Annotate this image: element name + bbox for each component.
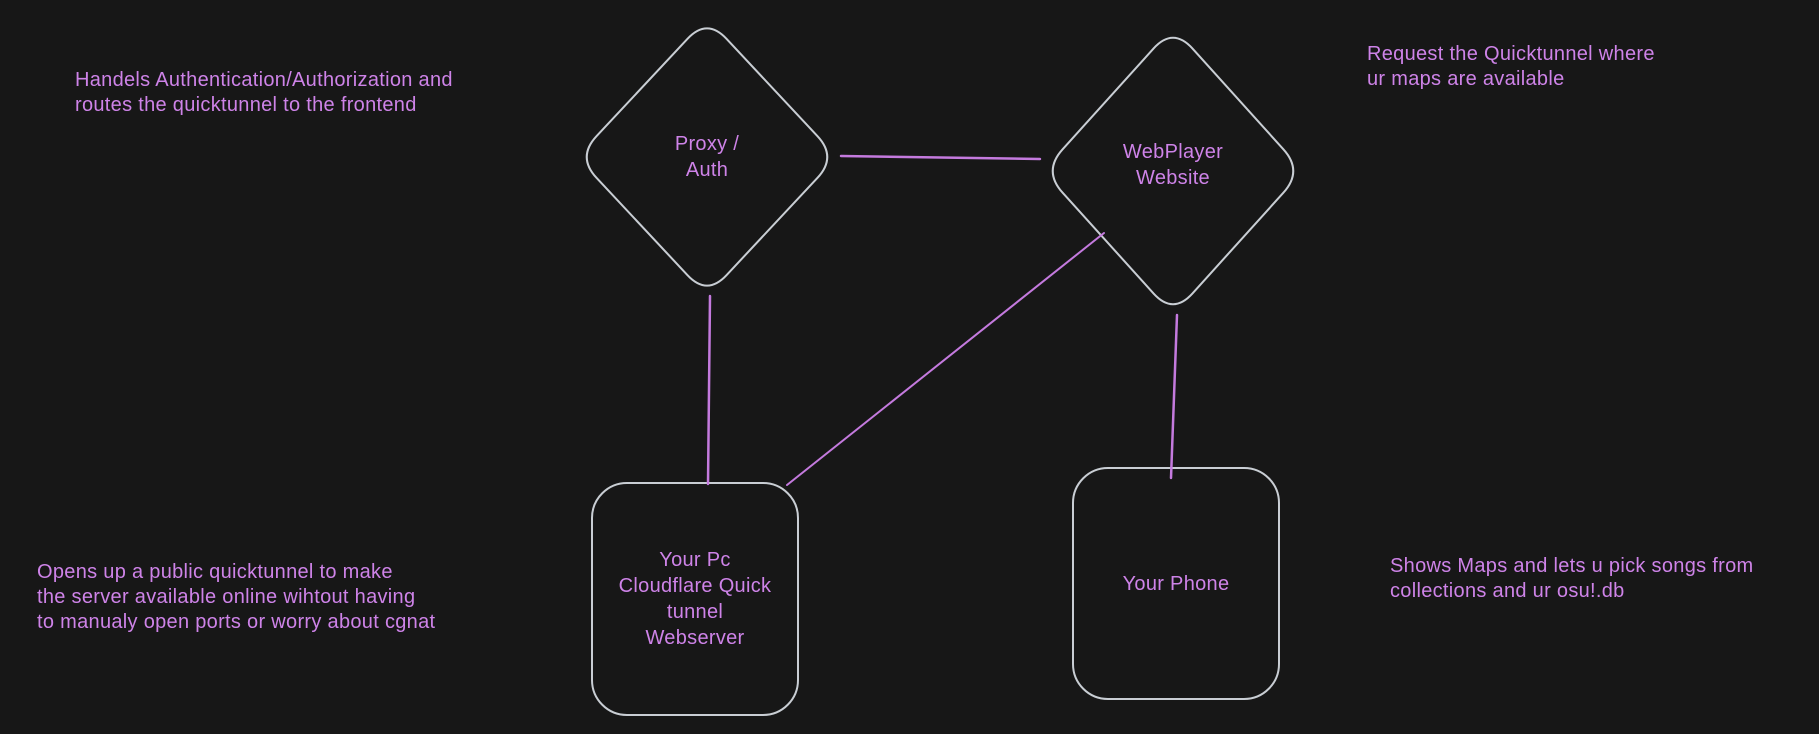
webplayer-label[interactable]: WebPlayer Website — [1122, 141, 1224, 189]
connector-webplayer-yourphone[interactable] — [1169, 313, 1179, 480]
webplayer-diamond-shape[interactable] — [1051, 36, 1295, 306]
your-pc-box-shape[interactable] — [591, 482, 799, 716]
connector-proxy-yourpc[interactable] — [706, 294, 712, 486]
annotation-top-left[interactable]: Handels Authentication/Authorization and… — [75, 69, 453, 116]
connector-webplayer-yourpc[interactable] — [786, 232, 1105, 486]
annotation-bottom-left[interactable]: Opens up a public quicktunnel to make th… — [37, 561, 436, 633]
annotation-bottom-right[interactable]: Shows Maps and lets u pick songs from co… — [1390, 555, 1754, 602]
annotation-top-right[interactable]: Request the Quicktunnel where ur maps ar… — [1367, 43, 1655, 90]
your-pc-label[interactable]: Your Pc Cloudflare Quick tunnel Webserve… — [618, 549, 772, 649]
connector-proxy-webplayer[interactable] — [839, 154, 1042, 161]
your-phone-box-shape[interactable] — [1072, 467, 1280, 700]
proxy-auth-label[interactable]: Proxy / Auth — [674, 133, 740, 181]
proxy-auth-diamond-shape[interactable] — [585, 27, 829, 287]
your-phone-label[interactable]: Your Phone — [1122, 573, 1230, 595]
